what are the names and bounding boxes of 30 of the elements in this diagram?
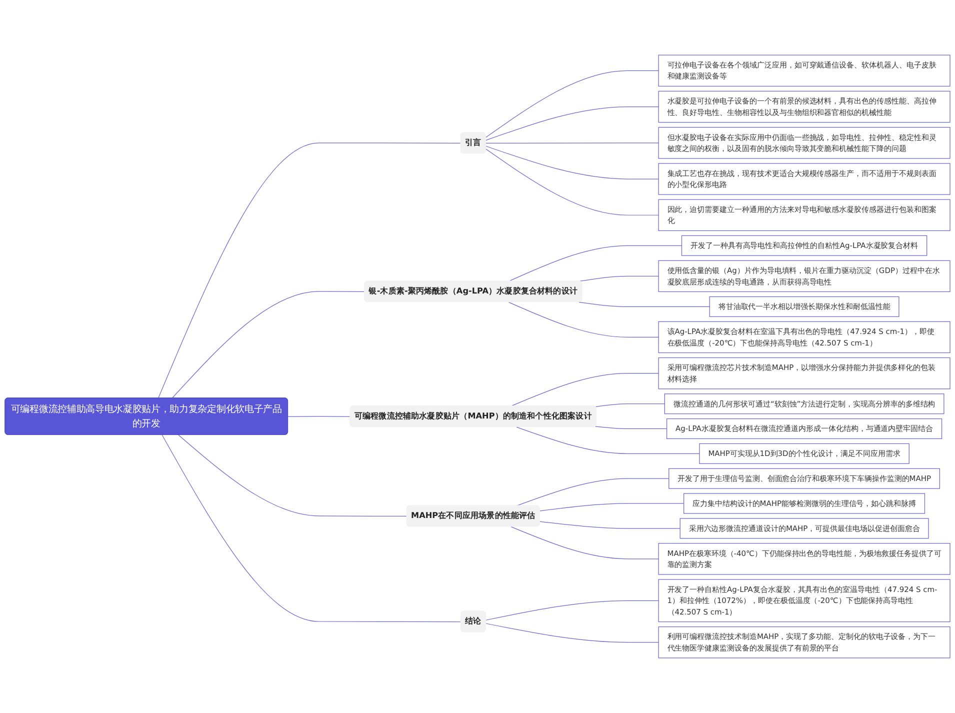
branch-box: MAHP在不同应用场景的性能评估 bbox=[406, 505, 540, 527]
connector-line bbox=[486, 142, 659, 144]
connector-line bbox=[508, 245, 682, 282]
connector-line bbox=[486, 600, 659, 620]
connector-line bbox=[510, 373, 659, 406]
branch-box: 可编程微流控辅助水凝胶贴片（MAHP）的制造和个性化图案设计 bbox=[350, 406, 597, 428]
connector-line bbox=[486, 146, 659, 180]
connector-line bbox=[578, 276, 659, 282]
connector-line bbox=[486, 623, 659, 643]
connector-line bbox=[540, 521, 680, 529]
branch-box: 银-木质素-聚丙烯酰胺（Ag-LPA）水凝胶复合材料的设计 bbox=[364, 280, 582, 302]
branch-box: 结论 bbox=[460, 610, 486, 632]
connector-line bbox=[578, 302, 710, 307]
connector-line bbox=[510, 526, 659, 560]
connector-line bbox=[508, 302, 659, 338]
connector-line bbox=[178, 434, 408, 517]
connector-line bbox=[162, 434, 462, 622]
connector-line bbox=[486, 148, 659, 216]
topic-box: 可编程微流控辅助高导电水凝胶贴片，助力复杂定制化软电子产品的开发 bbox=[4, 398, 288, 435]
connector-line bbox=[288, 416, 351, 417]
connector-line bbox=[516, 478, 670, 506]
connector-line bbox=[172, 291, 366, 399]
connector-line bbox=[486, 70, 659, 138]
connector-line bbox=[594, 404, 665, 408]
connector-line bbox=[158, 142, 462, 399]
connector-line bbox=[486, 106, 659, 141]
connector-line bbox=[540, 503, 684, 512]
connector-line bbox=[516, 426, 700, 454]
connector-line bbox=[594, 426, 668, 430]
branch-box: 引言 bbox=[460, 132, 486, 154]
